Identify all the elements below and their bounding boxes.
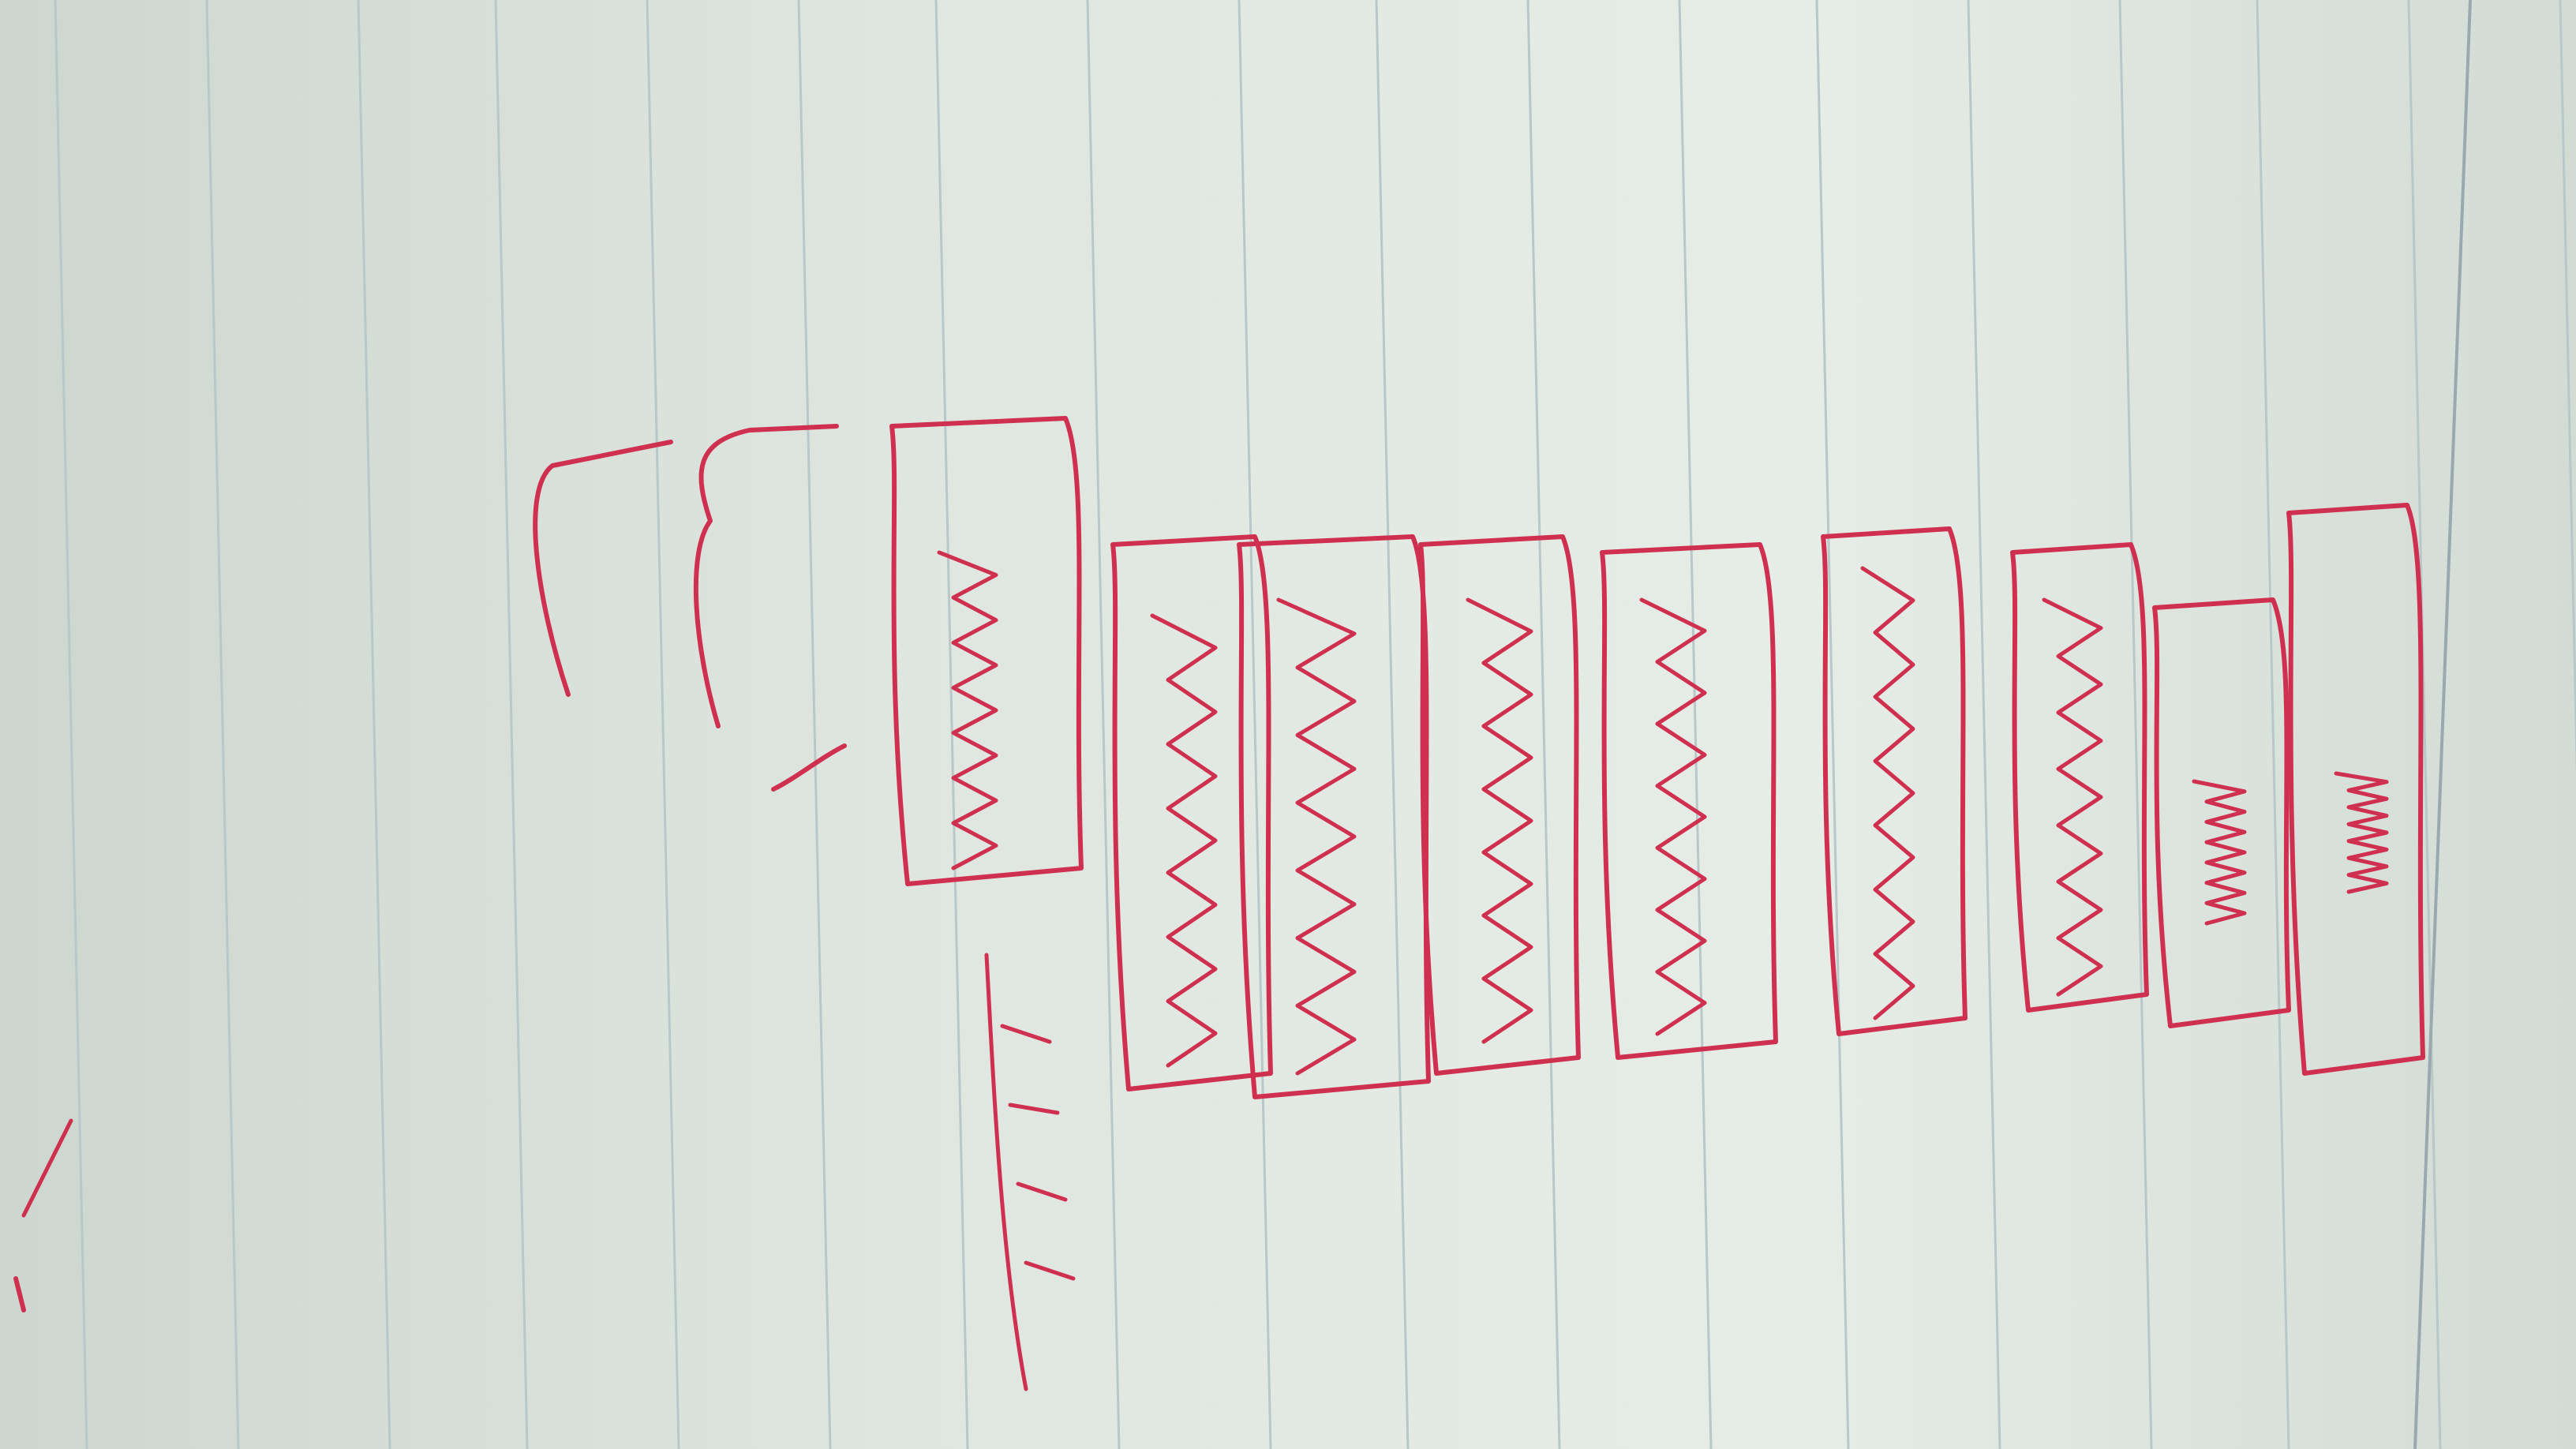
ruled-line <box>2559 0 2576 779</box>
sketch-box <box>1418 534 1581 1076</box>
ruled-line <box>2118 0 2153 1449</box>
handwritten-scribble <box>1860 566 1915 1020</box>
annotation-scribble <box>984 953 1028 1391</box>
open-bracket-shape <box>693 424 839 728</box>
ruled-line <box>1526 0 1561 1449</box>
ruled-line <box>934 0 969 1449</box>
red-ink-sketch <box>13 416 2425 1391</box>
sketch-box <box>1600 542 1778 1060</box>
ruled-line <box>1967 0 2001 1449</box>
sketch-box <box>1110 534 1273 1091</box>
handwritten-scribble <box>2334 771 2389 894</box>
handwritten-scribble <box>1276 597 1357 1076</box>
edge-mark <box>13 1276 26 1312</box>
sketch-box <box>2286 503 2425 1076</box>
notebook-rules <box>54 0 2576 1449</box>
sketch-box <box>2152 597 2291 1028</box>
ruled-line <box>2256 0 2290 1449</box>
ruled-line <box>797 0 832 1449</box>
handwritten-scribble <box>2042 597 2103 997</box>
ruled-line <box>1815 0 1850 1449</box>
open-bracket-shape <box>533 440 673 697</box>
ruled-line <box>1086 0 1121 1449</box>
ruled-line <box>54 0 88 1449</box>
ruled-line <box>357 0 391 1449</box>
ruled-line <box>2407 0 2442 1449</box>
sketch-box <box>889 416 1084 886</box>
sketch-box <box>1821 526 1968 1036</box>
ruled-line <box>646 0 680 1449</box>
ruled-line <box>1375 0 1410 1449</box>
handwritten-scribble <box>937 550 998 871</box>
sketch-box <box>2010 542 2149 1013</box>
edge-mark <box>21 1118 73 1218</box>
ruled-line <box>1237 0 1272 1449</box>
ruled-line <box>1678 0 1713 1449</box>
ruled-line <box>205 0 240 1449</box>
handwritten-scribble <box>1150 613 1218 1068</box>
stroke <box>771 743 847 792</box>
handwritten-scribble <box>2192 779 2247 926</box>
ruled-line <box>494 0 529 1449</box>
margin-line <box>2413 0 2472 1449</box>
handwritten-scribble <box>1639 597 1707 1036</box>
handwritten-scribble <box>1466 597 1533 1044</box>
annotation-scribble <box>1000 1024 1076 1281</box>
